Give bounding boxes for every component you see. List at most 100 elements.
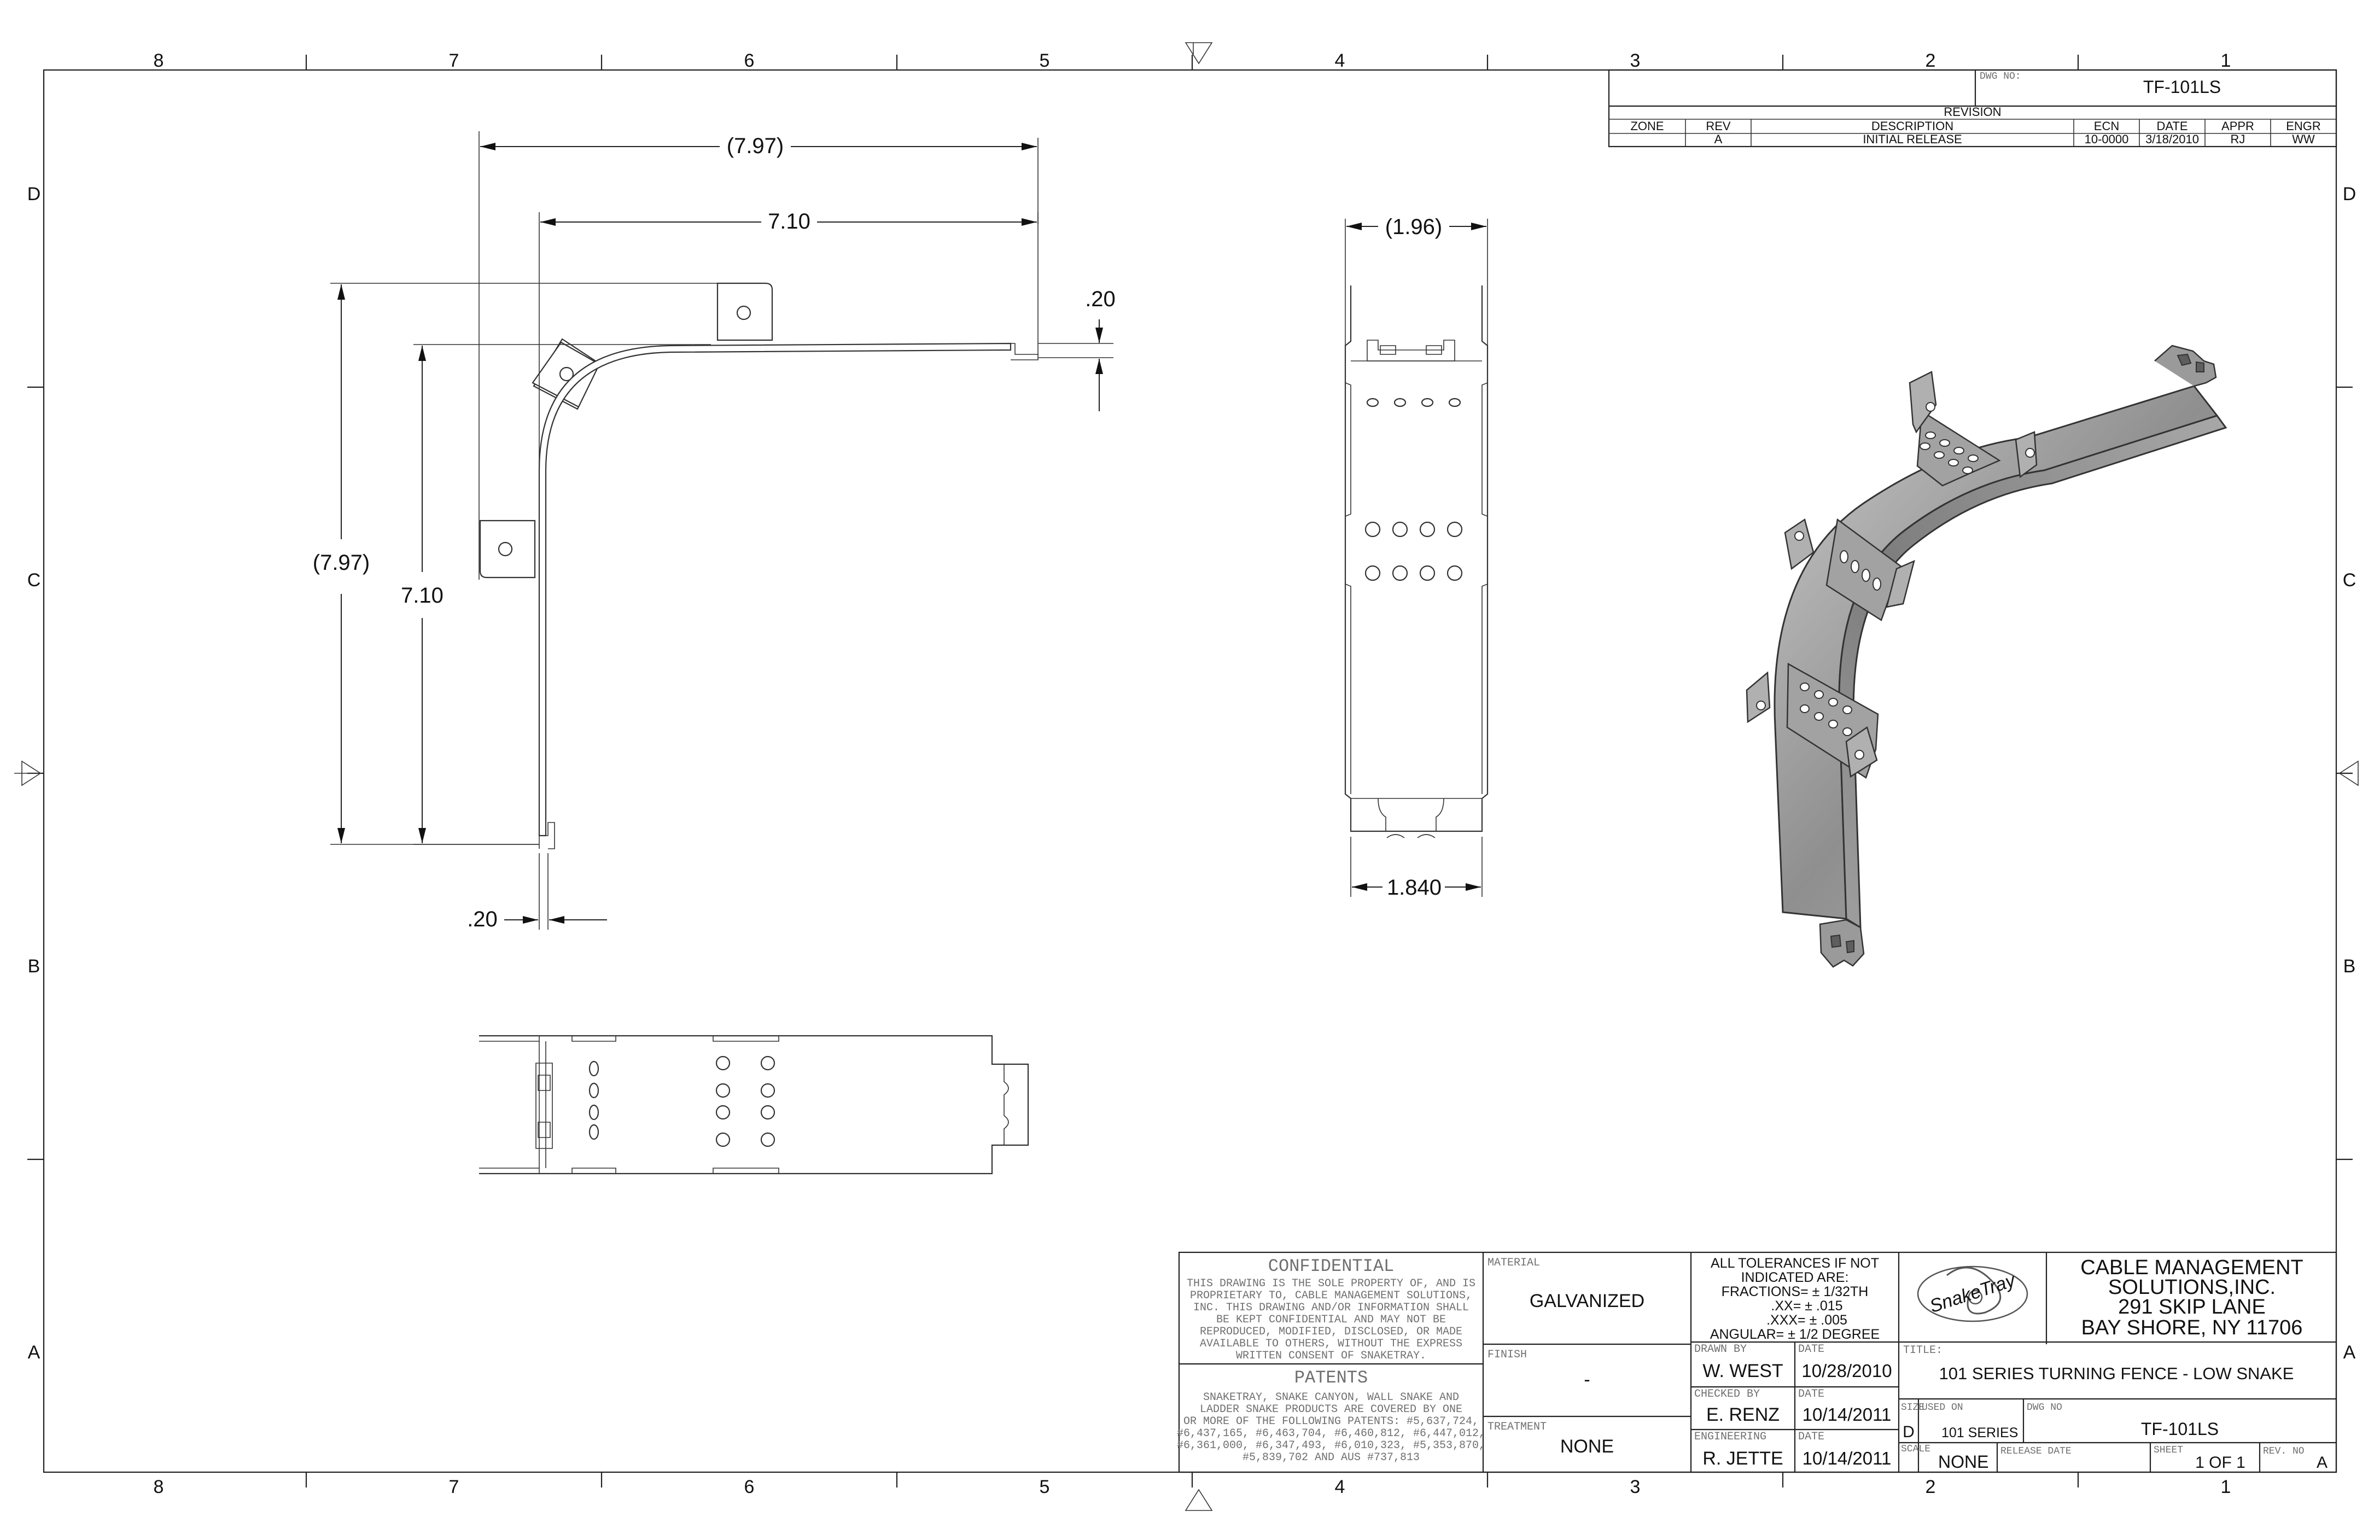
side-hole xyxy=(1393,398,1407,407)
size-label: SIZE xyxy=(1901,1402,1924,1413)
scale-label: SCALE xyxy=(1901,1444,1930,1455)
end-hole xyxy=(715,1132,731,1147)
revision-block: DWG NO: TF-101LS REVISION ZONE REV DESCR… xyxy=(1608,69,2337,148)
dim-flange-top: .20 xyxy=(1085,287,1116,311)
tolerance-line: .XX= ± .015 xyxy=(1771,1298,1842,1314)
confidential-line: INC. THIS DRAWING AND/OR INFORMATION SHA… xyxy=(1193,1302,1469,1314)
sheet-label: SHEET xyxy=(2154,1445,2183,1456)
side-hole xyxy=(1421,398,1434,407)
title-label: TITLE: xyxy=(1903,1344,1942,1357)
row-label-right: C xyxy=(2343,570,2356,591)
side-hole xyxy=(1364,565,1381,581)
end-view xyxy=(479,1035,1029,1175)
treatment-label: TREATMENT xyxy=(1488,1421,1547,1433)
revision-header: ECN xyxy=(2094,119,2119,133)
engineering-label: ENGINEERING xyxy=(1694,1431,1766,1443)
col-label-top: 2 xyxy=(1926,50,1936,71)
iso-hole xyxy=(1814,690,1824,699)
scale-value: NONE xyxy=(1938,1452,1988,1472)
company-line: BAY SHORE, NY 11706 xyxy=(2081,1316,2303,1339)
patents-line: #6,361,000, #6,347,493, #6,010,323, #5,3… xyxy=(1177,1439,1485,1452)
material-value: GALVANIZED xyxy=(1530,1291,1644,1311)
patents-line: #5,839,702 AND AUS #737,813 xyxy=(1242,1451,1420,1464)
col-label-bottom: 8 xyxy=(154,1477,164,1497)
confidential-line: WRITTEN CONSENT OF SNAKETRAY. xyxy=(1236,1350,1426,1362)
iso-hole xyxy=(1968,454,1979,462)
end-hole xyxy=(715,1083,731,1098)
side-hole xyxy=(1364,521,1381,538)
revision-header: REV xyxy=(1706,119,1731,133)
confidential-title: CONFIDENTIAL xyxy=(1268,1256,1394,1276)
patents-line: LADDER SNAKE PRODUCTS ARE COVERED BY ONE xyxy=(1200,1403,1462,1416)
dim-side-bottom: 1.840 xyxy=(1387,876,1442,900)
dim-top-overall: (7.97) xyxy=(727,134,784,158)
col-label-top: 5 xyxy=(1040,50,1050,71)
checked-by: E. RENZ xyxy=(1706,1404,1780,1425)
side-hole xyxy=(1448,398,1461,407)
patents-line: SNAKETRAY, SNAKE CANYON, WALL SNAKE AND xyxy=(1203,1391,1459,1404)
checked-by-label: CHECKED BY xyxy=(1694,1388,1760,1401)
sheet-value: 1 OF 1 xyxy=(2195,1454,2245,1472)
row-label-left: B xyxy=(28,956,40,977)
iso-hole xyxy=(1842,727,1852,736)
end-hole xyxy=(588,1124,599,1140)
iso-hole xyxy=(1948,459,1959,466)
confidential-line: THIS DRAWING IS THE SOLE PROPERTY OF, AN… xyxy=(1187,1278,1475,1290)
engineering-date: 10/14/2011 xyxy=(1802,1448,1892,1468)
dim-left-overall: (7.97) xyxy=(313,551,370,575)
iso-hole xyxy=(1939,439,1950,447)
side-hole xyxy=(1446,565,1463,581)
iso-hole xyxy=(1920,442,1930,450)
revision-header: APPR xyxy=(2221,119,2254,133)
dim-side-top: (1.96) xyxy=(1385,215,1443,239)
isometric-view xyxy=(1746,345,2227,968)
release-date-label: RELEASE DATE xyxy=(2000,1446,2072,1457)
end-hole xyxy=(715,1105,731,1120)
engineering: R. JETTE xyxy=(1702,1448,1783,1469)
end-hole xyxy=(588,1060,599,1077)
side-hole xyxy=(1392,565,1408,581)
title-block: CONFIDENTIAL THIS DRAWING IS THE SOLE PR… xyxy=(1177,1251,2337,1473)
side-view xyxy=(1344,285,1489,838)
confidential-line: AVAILABLE TO OTHERS, WITHOUT THE EXPRESS xyxy=(1200,1338,1462,1350)
snaketray-logo: SnakeTray xyxy=(1917,1265,2028,1322)
company-line: CABLE MANAGEMENT xyxy=(2080,1256,2303,1279)
col-label-bottom: 2 xyxy=(1926,1477,1936,1497)
end-hole xyxy=(588,1082,599,1099)
end-hole xyxy=(715,1055,731,1071)
end-view-holes xyxy=(588,1055,775,1147)
end-hole xyxy=(760,1083,775,1098)
tolerance-line: ANGULAR= ± 1/2 DEGREE xyxy=(1710,1327,1880,1342)
col-label-bottom: 1 xyxy=(2221,1477,2231,1497)
side-hole xyxy=(1419,521,1436,538)
dim-top-inner: 7.10 xyxy=(768,209,810,234)
row-label-left: D xyxy=(27,184,41,205)
border-zone-labels: 8 7 6 5 4 3 2 1 8 7 6 5 4 3 2 1 D C B A … xyxy=(27,50,2356,1497)
rev-no-label: REV. NO xyxy=(2263,1446,2305,1457)
used-on-value: 101 SERIES xyxy=(1941,1425,2018,1440)
col-label-bottom: 7 xyxy=(449,1477,459,1497)
confidential-line: REPRODUCED, MODIFIED, DISCLOSED, OR MADE xyxy=(1200,1326,1462,1338)
side-view-holes xyxy=(1364,398,1463,581)
iso-hole xyxy=(1962,466,1973,474)
logo-text: SnakeTray xyxy=(1927,1269,2019,1317)
patents-line: OR MORE OF THE FOLLOWING PATENTS: #5,637… xyxy=(1183,1415,1479,1428)
dim-left-inner: 7.10 xyxy=(401,584,444,608)
revision-dwg-no: TF-101LS xyxy=(2143,77,2221,97)
side-hole xyxy=(1392,521,1408,538)
col-label-bottom: 6 xyxy=(744,1477,755,1497)
col-label-top: 3 xyxy=(1630,50,1641,71)
side-hole xyxy=(1366,398,1379,407)
tolerance-line: FRACTIONS= ± 1/32TH xyxy=(1722,1284,1869,1299)
size-value: D xyxy=(1903,1423,1915,1441)
revision-cell: RJ xyxy=(2231,132,2245,146)
confidential-line: BE KEPT CONFIDENTIAL AND MAY NOT BE xyxy=(1216,1314,1446,1326)
top-view xyxy=(479,282,1039,849)
col-label-top: 8 xyxy=(154,50,164,71)
material-label: MATERIAL xyxy=(1488,1257,1540,1269)
row-label-right: A xyxy=(2343,1342,2356,1363)
revision-header: ENGR xyxy=(2286,119,2321,133)
drawn-by: W. WEST xyxy=(1702,1361,1783,1381)
dim-flange-bottom: .20 xyxy=(467,907,498,931)
